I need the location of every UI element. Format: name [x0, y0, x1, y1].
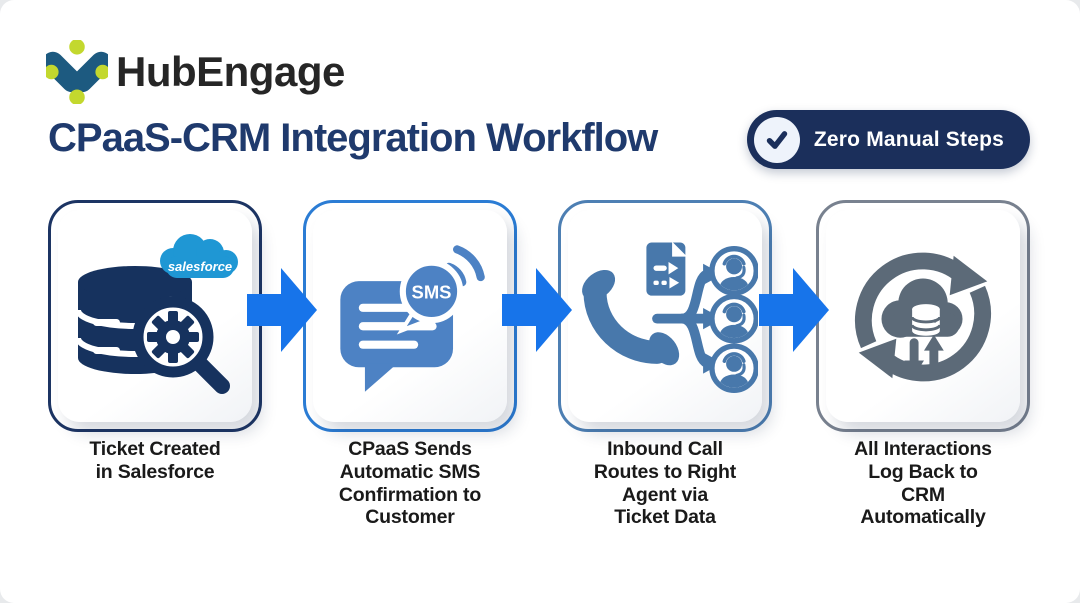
- check-icon: [753, 116, 800, 163]
- brand-name: HubEngage: [116, 48, 345, 95]
- step-caption-sms-confirmation: CPaaS Sends Automatic SMS Confirmation t…: [338, 438, 482, 529]
- brand-logo: HubEngage: [46, 40, 345, 104]
- hubengage-logo-icon: [46, 40, 108, 104]
- step-card-call-routing: [558, 200, 772, 432]
- badge-label: Zero Manual Steps: [813, 127, 1004, 151]
- step-card-crm-sync: [816, 200, 1030, 432]
- zero-manual-steps-badge: Zero Manual Steps: [746, 110, 1030, 169]
- svg-text:SMS: SMS: [412, 282, 452, 303]
- step-caption-call-routing: Inbound Call Routes to Right Agent via T…: [593, 438, 737, 529]
- database-search-icon: salesforce: [75, 234, 238, 394]
- step-card-sms-confirmation: SMS: [303, 200, 517, 432]
- step-caption-ticket-created: Ticket Created in Salesforce: [89, 438, 221, 483]
- step-caption-crm-sync: All Interactions Log Back to CRM Automat…: [854, 438, 992, 529]
- flow-arrow-icon: [502, 268, 572, 352]
- cloud-sync-icon: [855, 252, 991, 382]
- step-card-ticket-created: salesforce: [48, 200, 262, 432]
- flow-arrow-icon: [247, 268, 317, 352]
- svg-text:salesforce: salesforce: [168, 259, 232, 274]
- flow-arrow-icon: [759, 268, 829, 352]
- page-title: CPaaS-CRM Integration Workflow: [48, 116, 658, 160]
- sms-chat-bubble-icon: SMS: [340, 245, 485, 392]
- salesforce-logo: salesforce: [160, 234, 238, 278]
- call-routing-agents-icon: [582, 241, 758, 397]
